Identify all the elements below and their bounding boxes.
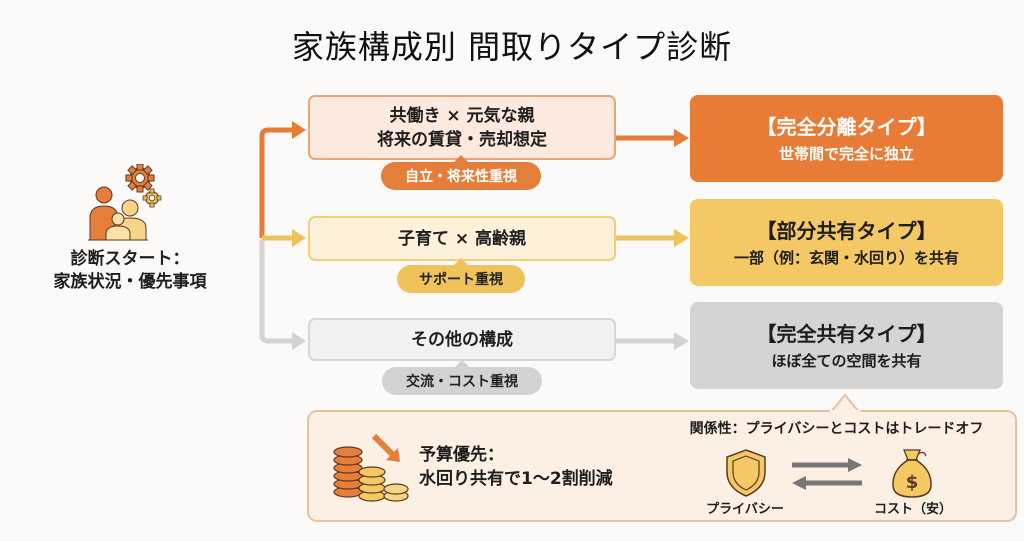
shield-icon [723, 448, 769, 498]
result-1-title: 【完全分離タイプ】 [756, 114, 937, 139]
condition-1-line1: 共働き × 元気な親 [389, 105, 535, 126]
priority-badge-cost: 交流・コスト重視 [382, 360, 542, 395]
down-arrow-icon [371, 433, 400, 462]
result-3-subtitle: ほぼ全ての空間を共有 [771, 351, 922, 370]
relation-title: 関係性：プライバシーとコストはトレードオフ [689, 421, 984, 437]
panel-pointer [830, 393, 860, 413]
swap-arrows-icon [790, 456, 864, 492]
condition-box-other: その他の構成 [308, 318, 616, 361]
branch-1-connector [259, 127, 294, 238]
budget-priority-text: 予算優先： 水回り共有で1〜2割削減 [419, 443, 649, 491]
result-1-subtitle: 世帯間で完全に独立 [778, 144, 914, 163]
cost-label: コスト（安） [873, 502, 952, 517]
family-gears-icon [84, 163, 164, 244]
branch-1-arrowhead [292, 121, 306, 139]
result-partial-share: 【部分共有タイプ】 一部（例：玄関・水回り）を共有 [690, 199, 1003, 286]
branch-2-arrowhead [292, 229, 306, 247]
result-1-arrowhead [674, 129, 689, 147]
result-2-title: 【部分共有タイプ】 [756, 218, 937, 243]
condition-3-line1: その他の構成 [411, 329, 513, 350]
result-3-title: 【完全共有タイプ】 [756, 321, 937, 346]
start-label: 診断スタート： 家族状況・優先事項 [20, 248, 240, 294]
priority-badge-support: サポート重視 [397, 258, 525, 293]
svg-text:$: $ [906, 472, 919, 493]
privacy-label: プライバシー [706, 502, 784, 517]
branch-3-connector [259, 240, 294, 344]
result-full-share: 【完全共有タイプ】 ほぼ全ての空間を共有 [690, 302, 1003, 389]
condition-2-line1: 子育て × 高齢親 [397, 228, 527, 249]
money-bag-icon: $ [888, 446, 936, 500]
result-3-arrowhead [674, 332, 689, 350]
page-title: 家族構成別 間取りタイプ診断 [291, 28, 733, 66]
priority-badge-independence: 自立・将来性重視 [381, 155, 541, 190]
result-2-arrowhead [674, 229, 689, 247]
condition-box-dual-income: 共働き × 元気な親 将来の賃貸・売却想定 [308, 95, 616, 160]
branch-3-arrowhead [292, 332, 306, 350]
budget-line1: 予算優先： [419, 445, 504, 465]
result-full-separation: 【完全分離タイプ】 世帯間で完全に独立 [690, 95, 1003, 182]
condition-box-childcare: 子育て × 高齢親 [308, 216, 616, 261]
start-label-line1: 診断スタート： [70, 249, 190, 269]
result-2-subtitle: 一部（例：玄関・水回り）を共有 [733, 248, 959, 267]
budget-line2: 水回り共有で1〜2割削減 [419, 469, 613, 489]
budget-tradeoff-panel [307, 410, 1017, 522]
condition-1-line2: 将来の賃貸・売却想定 [377, 129, 547, 150]
start-label-line2: 家族状況・優先事項 [53, 272, 207, 292]
coins-down-icon [330, 432, 410, 504]
